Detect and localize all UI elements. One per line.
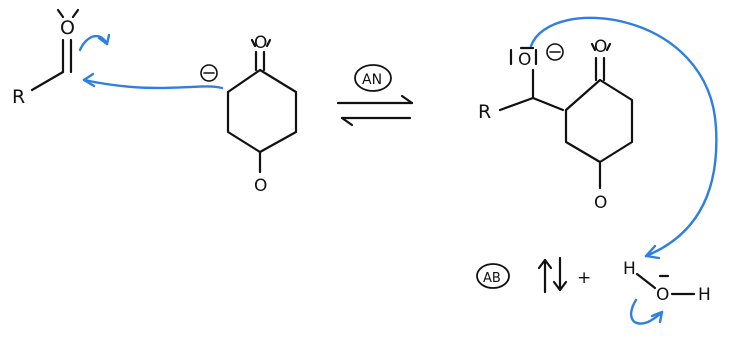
nucleophilic-attack-arrow-head	[82, 72, 96, 88]
step2-down-arrow-head	[552, 280, 568, 292]
alkoxide-ring-bond	[531, 96, 565, 112]
water-oh-bond-left	[635, 272, 657, 290]
step1-forward-arrow-head	[400, 94, 414, 105]
aldehyde: O R	[12, 8, 80, 108]
product-ring	[564, 78, 634, 164]
step2-plus: +	[577, 268, 591, 288]
nucleophilic-attack-arrow-curve	[82, 78, 224, 90]
water: H O H	[623, 259, 711, 305]
aldehyde-r-group: R	[12, 86, 25, 108]
protonation-arrow-head	[644, 244, 661, 260]
alkoxide-oxygen: O	[518, 50, 531, 70]
water-h-right: H	[698, 285, 711, 305]
product-top-lone-pair-left	[590, 42, 597, 52]
aldehyde-lone-pair-left	[56, 8, 65, 19]
product-bottom-oxygen: O	[594, 193, 607, 213]
step2-equilibrium: AB +	[476, 256, 591, 294]
pi-bond-arrow-curve	[78, 34, 109, 52]
protonation-arrow	[529, 16, 718, 260]
product-top-oxygen: O	[594, 37, 607, 57]
pi-bond-arrow	[78, 33, 111, 52]
water-h-left: H	[623, 259, 636, 279]
enolate-ring	[226, 68, 298, 154]
enolate-top-lone-pair-right	[265, 38, 272, 48]
pi-bond-arrow-head	[97, 33, 111, 46]
alkoxide-r-group: R	[478, 101, 491, 123]
step2-badge-text: AB	[483, 271, 501, 286]
step1-badge-circle	[354, 64, 392, 92]
alkoxide-r-bond	[498, 96, 535, 112]
water-oxygen: O	[656, 285, 669, 305]
protonation-arrow-curve	[529, 16, 718, 258]
step1-badge-text: AN	[362, 72, 382, 88]
step2-badge-circle	[476, 263, 510, 289]
step1-equilibrium: AN	[336, 64, 414, 127]
aldehyde-oxygen: O	[60, 17, 75, 39]
oh-bond-arrow	[629, 298, 664, 325]
aldehyde-lone-pair-right	[71, 8, 80, 19]
alkoxide-charge-circle	[546, 43, 564, 61]
step2-up-arrow-head	[537, 258, 553, 270]
enolate-bottom-oxygen: O	[254, 176, 267, 196]
nucleophilic-attack-arrow	[82, 72, 224, 90]
step1-reverse-arrow-head	[340, 116, 354, 127]
enolate-top-oxygen: O	[254, 33, 267, 53]
alkoxide-product: O R O O	[478, 37, 634, 213]
enolate: O O	[200, 33, 298, 196]
enolate-charge-circle	[200, 64, 218, 82]
product-top-lone-pair-right	[605, 42, 612, 52]
oh-bond-arrow-head	[650, 310, 664, 324]
enolate-top-lone-pair-left	[250, 38, 257, 48]
aldehyde-r-bond	[30, 70, 65, 92]
